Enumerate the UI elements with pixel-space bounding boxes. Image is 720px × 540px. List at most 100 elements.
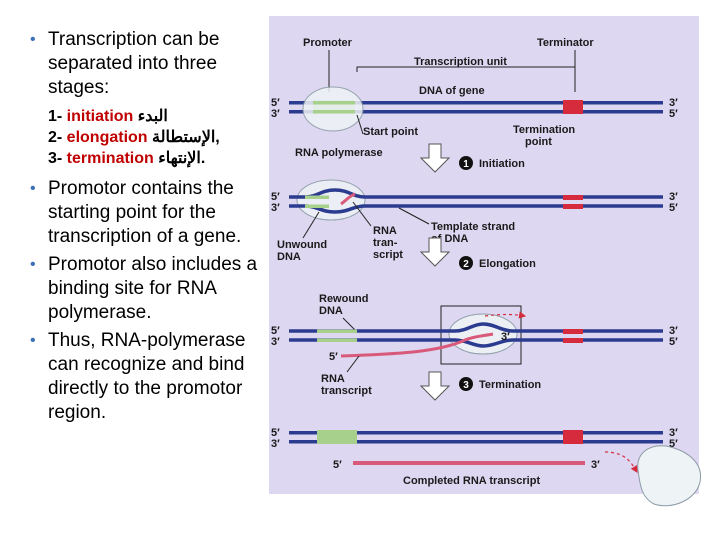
bullet-dot-icon: •	[30, 256, 36, 273]
stage-initiation: 1- initiation البدء	[48, 106, 260, 127]
unwound-pointer	[302, 211, 320, 239]
rna-transcript-pointer	[352, 201, 372, 227]
elongation-label: Elongation	[479, 258, 536, 270]
step-badge	[459, 256, 473, 270]
terminator-region	[563, 100, 583, 114]
terminator-region	[563, 430, 583, 444]
three-prime-label: 3′	[271, 438, 280, 450]
completed-rna-label: Completed RNA transcript	[403, 475, 540, 487]
five-prime-label: 5′	[669, 108, 678, 120]
step-arrow-icon	[419, 143, 451, 173]
rna-transcript-label: RNA	[373, 225, 397, 237]
step-badge	[459, 377, 473, 391]
three-prime-label: 3′	[591, 459, 600, 471]
promoter-strand	[313, 101, 355, 105]
dna-coding-strand	[289, 101, 663, 105]
termination-point-label: Termination	[513, 124, 575, 136]
rna-polymerase-shape	[302, 86, 364, 132]
terminator-region	[563, 195, 583, 200]
stage-number: 1-	[48, 108, 67, 125]
bullet-text: Thus, RNA-polymerase can recognize and b…	[48, 330, 246, 423]
three-prime-label: 3′	[669, 325, 678, 337]
stages-list: 1- initiation البدء 2- elongation الإستط…	[30, 106, 260, 169]
bullet-text-panel: • Transcription can be separated into th…	[30, 28, 260, 429]
dna-coding-strand	[289, 322, 663, 333]
bullet-dot-icon: •	[30, 180, 36, 197]
stage-arabic: الإنتهاء	[158, 150, 201, 167]
stage-termination: 3- termination الإنتهاء.	[48, 148, 260, 169]
terminator-region	[563, 329, 583, 334]
transcription-diagram: Promoter Terminator Transcription unit D…	[269, 16, 699, 494]
stage-arabic: البدء	[137, 108, 168, 125]
initiation-label: Initiation	[479, 158, 525, 170]
five-prime-label: 5′	[271, 427, 280, 439]
dna-of-gene-label: DNA of gene	[419, 85, 485, 97]
rna-transcript-label: transcript	[321, 385, 372, 397]
three-prime-label: 3′	[669, 191, 678, 203]
five-prime-label: 5′	[669, 438, 678, 450]
rna-strand	[340, 332, 494, 358]
completed-rna-strand	[353, 461, 585, 465]
bullet-text: Promotor contains the starting point for…	[48, 178, 242, 247]
promoter-strand	[305, 204, 329, 208]
terminator-label: Terminator	[537, 37, 594, 49]
stage-term: termination	[66, 150, 154, 167]
bullet-rna-polymerase: • Thus, RNA-polymerase can recognize and…	[30, 329, 260, 425]
polymerase-zoom-box	[440, 305, 522, 365]
three-prime-label: 3′	[271, 202, 280, 214]
promoter-label: Promoter	[303, 37, 353, 49]
promoter-region	[317, 430, 357, 444]
stage-term: initiation	[66, 108, 134, 125]
five-prime-label: 5′	[271, 97, 280, 109]
start-point-pointer	[356, 114, 364, 135]
unwound-dna-label: DNA	[277, 251, 301, 263]
promoter-strand	[317, 329, 357, 333]
step-arrow-icon	[419, 237, 451, 267]
dna-template-strand	[289, 440, 663, 444]
termination-label: Termination	[479, 379, 541, 391]
stage-punct: ,	[215, 129, 220, 146]
three-prime-label: 3′	[271, 336, 280, 348]
rna-transcript-label: RNA	[321, 373, 345, 385]
bullet-text: Promotor also includes a binding site fo…	[48, 254, 258, 323]
bullet-dot-icon: •	[30, 332, 36, 349]
step-badge	[459, 156, 473, 170]
step-number: 2	[463, 259, 469, 270]
start-point-label: Start point	[363, 126, 418, 138]
rewound-dna-label: Rewound	[319, 293, 369, 305]
step-arrow-icon	[419, 371, 451, 401]
five-prime-label: 5′	[333, 459, 342, 471]
transcription-unit-label: Transcription unit	[414, 56, 507, 68]
template-strand-label: Template strand	[431, 221, 515, 233]
promoter-strand	[305, 195, 329, 199]
termination-point-label: point	[525, 136, 552, 148]
step-number: 1	[463, 159, 469, 170]
template-pointer	[398, 207, 430, 225]
promoter-strand	[317, 338, 357, 342]
stage-term: elongation	[66, 129, 148, 146]
stage-number: 2-	[48, 129, 67, 146]
five-prime-label: 5′	[271, 325, 280, 337]
release-arrow	[604, 451, 638, 474]
stage-punct: .	[200, 150, 206, 167]
stage-arabic: الإستطالة	[152, 129, 216, 146]
bullet-text: Transcription can be separated into thre…	[48, 29, 220, 98]
five-prime-label: 5′	[669, 202, 678, 214]
promoter-strand	[313, 110, 355, 114]
transcription-unit-bracket	[356, 66, 576, 72]
dna-template-strand	[289, 110, 663, 114]
terminator-region	[563, 204, 583, 209]
direction-arrow	[484, 311, 527, 319]
three-prime-label: 3′	[271, 108, 280, 120]
three-prime-label: 3′	[669, 427, 678, 439]
three-prime-label: 3′	[669, 97, 678, 109]
rna-polymerase-label: RNA polymerase	[295, 147, 383, 159]
transcription-diagram-svg: Promoter Terminator Transcription unit D…	[271, 37, 678, 487]
rna-transcript-label: tran-	[373, 237, 398, 249]
stage-elongation: 2- elongation الإستطالة,	[48, 127, 260, 148]
rna-polymerase-shape	[296, 179, 366, 221]
five-prime-label: 5′	[329, 351, 338, 363]
three-prime-label: 3′	[501, 331, 510, 343]
rewound-dna-label: DNA	[319, 305, 343, 317]
stage-number: 3-	[48, 150, 67, 167]
